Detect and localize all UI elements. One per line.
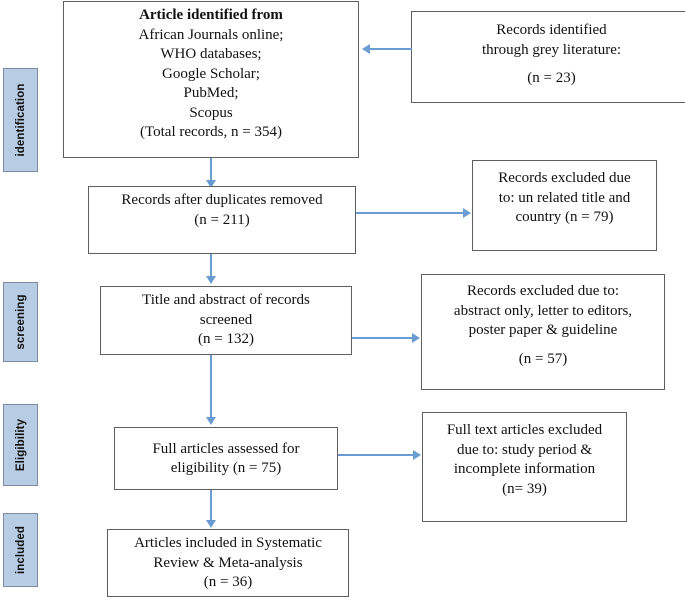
connector-identified-to-duplicates bbox=[210, 158, 212, 182]
node-line: country (n = 79) bbox=[515, 209, 614, 225]
connector-full-articles-to-excluded bbox=[338, 454, 414, 456]
node-excluded-abstract: Records excluded due to: abstract only, … bbox=[421, 274, 665, 390]
arrowhead-screened-to-excluded bbox=[412, 333, 420, 343]
node-line: Records identified bbox=[496, 22, 607, 38]
arrowhead-full-articles-to-included bbox=[206, 520, 216, 528]
node-records-identified: Article identified from African Journals… bbox=[63, 1, 359, 158]
node-line: Records excluded due to: bbox=[466, 283, 620, 299]
arrowhead-screened-to-full-articles bbox=[206, 417, 216, 425]
node-line: Articles included in Systematic bbox=[134, 535, 322, 551]
arrowhead-full-articles-to-excluded bbox=[413, 450, 421, 460]
node-after-duplicates: Records after duplicates removed (n = 21… bbox=[88, 186, 356, 254]
phase-screening: screening bbox=[3, 282, 38, 362]
phase-identification-label: identification bbox=[14, 83, 27, 157]
connector-screened-to-excluded bbox=[352, 337, 413, 339]
connector-duplicates-to-screened bbox=[210, 254, 212, 278]
node-line: Records excluded due bbox=[498, 170, 631, 186]
node-line: Full text articles excluded bbox=[446, 422, 603, 438]
phase-included-label: included bbox=[14, 525, 27, 575]
node-screened: Title and abstract of records screened (… bbox=[100, 286, 352, 355]
arrowhead-duplicates-to-screened bbox=[206, 276, 216, 284]
node-line: WHO databases; bbox=[160, 46, 262, 62]
node-line: (n = 36) bbox=[203, 574, 253, 590]
node-line: to: un related title and bbox=[498, 189, 631, 206]
arrowhead-duplicates-to-excluded bbox=[463, 208, 471, 218]
node-line: eligibility (n = 75) bbox=[170, 460, 282, 476]
node-excluded-title-country: Records excluded due to: un related titl… bbox=[472, 160, 657, 251]
node-included-final: Articles included in Systematic Review &… bbox=[107, 529, 349, 597]
node-line: poster paper & guideline bbox=[468, 322, 618, 338]
node-line: PubMed; bbox=[183, 85, 239, 101]
node-line: Records after duplicates removed bbox=[121, 192, 323, 208]
node-line: Review & Meta-analysis bbox=[153, 554, 303, 571]
node-line: Title and abstract of records bbox=[142, 292, 310, 308]
connector-screened-to-full-articles bbox=[210, 355, 212, 419]
node-line: Full articles assessed for bbox=[152, 440, 300, 457]
connector-full-articles-to-included bbox=[210, 490, 212, 522]
node-line: screened bbox=[199, 311, 253, 328]
node-line: (n = 23) bbox=[527, 70, 576, 87]
phase-eligibility-label: Eligibility bbox=[14, 418, 27, 472]
node-line-spacer bbox=[428, 341, 658, 350]
node-full-articles: Full articles assessed for eligibility (… bbox=[114, 427, 338, 490]
phase-eligibility: Eligibility bbox=[3, 404, 38, 486]
node-line: abstract only, letter to editors, bbox=[453, 302, 633, 319]
node-line: through grey literature: bbox=[481, 41, 622, 58]
connector-duplicates-to-excluded bbox=[356, 212, 464, 214]
node-line: Google Scholar; bbox=[162, 65, 260, 82]
node-line: (Total records, n = 354) bbox=[140, 124, 282, 140]
node-line: (n= 39) bbox=[502, 480, 547, 497]
arrowhead-grey-to-identified bbox=[362, 44, 370, 54]
node-line: Article identified from bbox=[139, 7, 283, 23]
node-line: (n = 132) bbox=[198, 331, 254, 347]
node-line: due to: study period & bbox=[457, 441, 592, 458]
phase-screening-label: screening bbox=[14, 294, 27, 350]
node-line: Scopus bbox=[189, 104, 233, 121]
node-excluded-fulltext: Full text articles excluded due to: stud… bbox=[422, 412, 627, 522]
node-line: incomplete information bbox=[453, 461, 596, 477]
arrowhead-identified-to-duplicates bbox=[206, 180, 216, 188]
node-line: African Journals online; bbox=[138, 26, 284, 43]
node-grey-literature: Records identified through grey literatu… bbox=[411, 11, 685, 103]
phase-identification: identification bbox=[3, 68, 38, 172]
node-line: (n = 57) bbox=[518, 350, 568, 367]
phase-included: included bbox=[3, 513, 38, 587]
node-line-spacer bbox=[418, 60, 685, 69]
node-line: (n = 211) bbox=[194, 211, 250, 228]
connector-grey-to-identified bbox=[370, 48, 412, 50]
